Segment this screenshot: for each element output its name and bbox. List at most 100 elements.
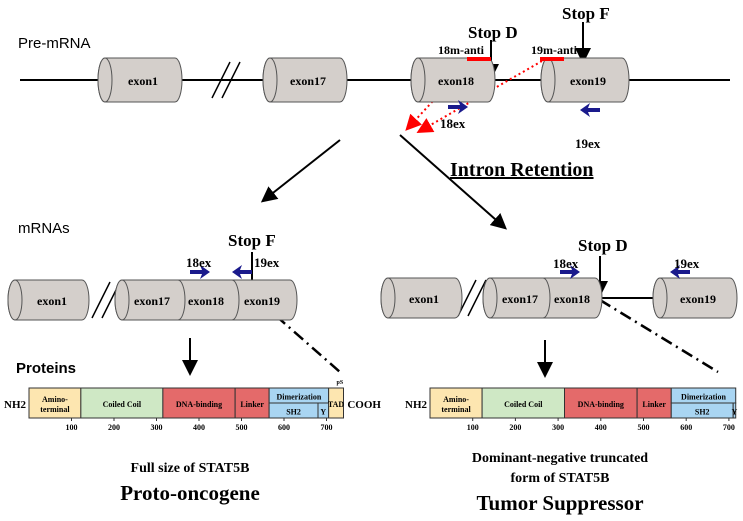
right-exon18-label: exon18: [554, 292, 590, 306]
exon-exon1-end: [97, 57, 113, 103]
primer-18ex-arrow: [448, 100, 468, 114]
primer-19ex-label: 19ex: [575, 136, 601, 151]
break-slash: [211, 61, 231, 99]
left-protein-tick-label-100: 100: [66, 423, 78, 432]
left-primer-18ex-label: 18ex: [186, 255, 212, 270]
right-protein-tick-label-200: 200: [509, 423, 521, 432]
left-protein-ps-label: pS: [337, 380, 344, 386]
right-protein-tick-label-500: 500: [638, 423, 650, 432]
right-protein-tick-label-400: 400: [595, 423, 607, 432]
right-primer-19ex-arrow: [670, 265, 690, 279]
left-protein-tick-label-700: 700: [321, 423, 333, 432]
left-primer-19ex-arrow: [232, 265, 252, 279]
left-protein-tad-label: TAD: [328, 400, 345, 409]
right-title: Tumor Suppressor: [476, 491, 643, 515]
left-protein-dna-binding-label: DNA-binding: [176, 400, 222, 409]
arrow-to-normal: [260, 139, 341, 203]
right-protein-tick-label-600: 600: [680, 423, 692, 432]
right-protein-y-site: [732, 402, 737, 419]
left-protein-amino-terminal: [28, 387, 82, 419]
right-protein-amino-terminal-label: terminal: [441, 405, 471, 414]
exon-exon19-end: [540, 57, 556, 103]
right-exon17-18-end: [482, 277, 498, 319]
left-primer-18ex-arrow: [190, 265, 210, 279]
right-exon1-end: [380, 277, 396, 319]
left-protein-nh2-label: NH2: [4, 399, 27, 411]
exon-exon17-end: [262, 57, 278, 103]
left-protein-dimerization-label: Dimerization: [276, 393, 321, 402]
left-primer-19ex-label: 19ex: [254, 255, 280, 270]
stop-d-label: Stop D: [468, 23, 518, 42]
exon-label-exon19: exon19: [570, 74, 606, 88]
exon-label-exon1: exon1: [128, 74, 158, 88]
right-protein-linker-label: Linker: [642, 400, 666, 409]
left-protein-tick-label-500: 500: [236, 423, 248, 432]
right-protein-tick-label-300: 300: [552, 423, 564, 432]
left-protein-tick-label-200: 200: [108, 423, 120, 432]
arrow-to-truncated: [399, 134, 507, 230]
probe-18m-anti-bar: [467, 57, 491, 61]
left-protein-y-site-label: Y: [320, 408, 326, 417]
mrnas-label: mRNAs: [18, 220, 70, 237]
right-caption: Dominant-negative truncated: [472, 451, 648, 466]
right-exon17-18-divider: [542, 277, 551, 319]
left-protein-tick-label-300: 300: [151, 423, 163, 432]
right-protein-y-site-label: Y: [732, 408, 738, 417]
intron-retention-label: Intron Retention: [450, 159, 594, 181]
left-protein-amino-terminal-label: Amino-: [42, 395, 68, 404]
right-protein-coiled-coil: [481, 387, 566, 419]
left-exon17-19-divider: [231, 279, 240, 321]
right-protein-tick-label-700: 700: [723, 423, 735, 432]
left-protein-tick-label-400: 400: [193, 423, 205, 432]
left-break-slash: [91, 281, 111, 319]
pre-mrna-label: Pre-mRNA: [18, 35, 91, 52]
probe-19m-anti-label: 19m-anti: [531, 43, 578, 57]
break-slash: [221, 61, 241, 99]
left-caption: Full size of STAT5B: [131, 461, 250, 476]
probe-19m-anti-bar: [540, 57, 564, 61]
left-exon17-19-divider: [177, 279, 186, 321]
right-protein-tick-label-100: 100: [467, 423, 479, 432]
left-protein-coiled-coil-label: Coiled Coil: [103, 400, 142, 409]
stop-f-label: Stop F: [562, 4, 610, 23]
right-primer-18ex-arrow: [560, 265, 580, 279]
left-exon1-end: [7, 279, 23, 321]
right-protein-sh2-label: SH2: [695, 408, 710, 417]
right-exon19-label: exon19: [680, 292, 716, 306]
probe-18m-anti-label: 18m-anti: [438, 43, 485, 57]
proteins-label: Proteins: [16, 360, 76, 377]
left-exon17-label: exon17: [134, 294, 170, 308]
right-protein-nh2-label: NH2: [405, 399, 428, 411]
right-exon17-label: exon17: [502, 292, 538, 306]
right-exon19-end: [652, 277, 668, 319]
right-exon1-label: exon1: [409, 292, 439, 306]
right-caption-2: form of STAT5B: [510, 471, 609, 486]
right-protein-coiled-coil-label: Coiled Coil: [504, 400, 543, 409]
right-primer-18ex-label: 18ex: [553, 256, 579, 271]
right-break-slash: [467, 279, 487, 317]
right-protein-linker: [636, 387, 672, 419]
exon-label-exon18: exon18: [438, 74, 474, 88]
left-protein-sh2-label: SH2: [286, 408, 301, 417]
left-protein-tad: [328, 387, 344, 419]
left-exon1-label: exon1: [37, 294, 67, 308]
left-exon19-label: exon19: [244, 294, 280, 308]
left-protein-linker-label: Linker: [240, 400, 264, 409]
right-primer-19ex-label: 19ex: [674, 256, 700, 271]
left-protein-cooh-label: COOH: [347, 399, 381, 411]
left-exon17-19-end: [114, 279, 130, 321]
exon-label-exon17: exon17: [290, 74, 326, 88]
left-exon18-label: exon18: [188, 294, 224, 308]
right-stop-d-label: Stop D: [578, 236, 628, 255]
left-title: Proto-oncogene: [120, 481, 260, 505]
primer-18ex-label: 18ex: [440, 116, 466, 131]
right-protein-dna-binding-label: DNA-binding: [578, 400, 624, 409]
right-protein-dimerization-label: Dimerization: [681, 393, 726, 402]
left-stop-f-label: Stop F: [228, 231, 276, 250]
primer-19ex-arrow: [580, 103, 600, 117]
exon-exon18-end: [410, 57, 426, 103]
left-protein-tick-label-600: 600: [278, 423, 290, 432]
right-protein-amino-terminal-label: Amino-: [443, 395, 469, 404]
left-protein-amino-terminal-label: terminal: [40, 405, 70, 414]
